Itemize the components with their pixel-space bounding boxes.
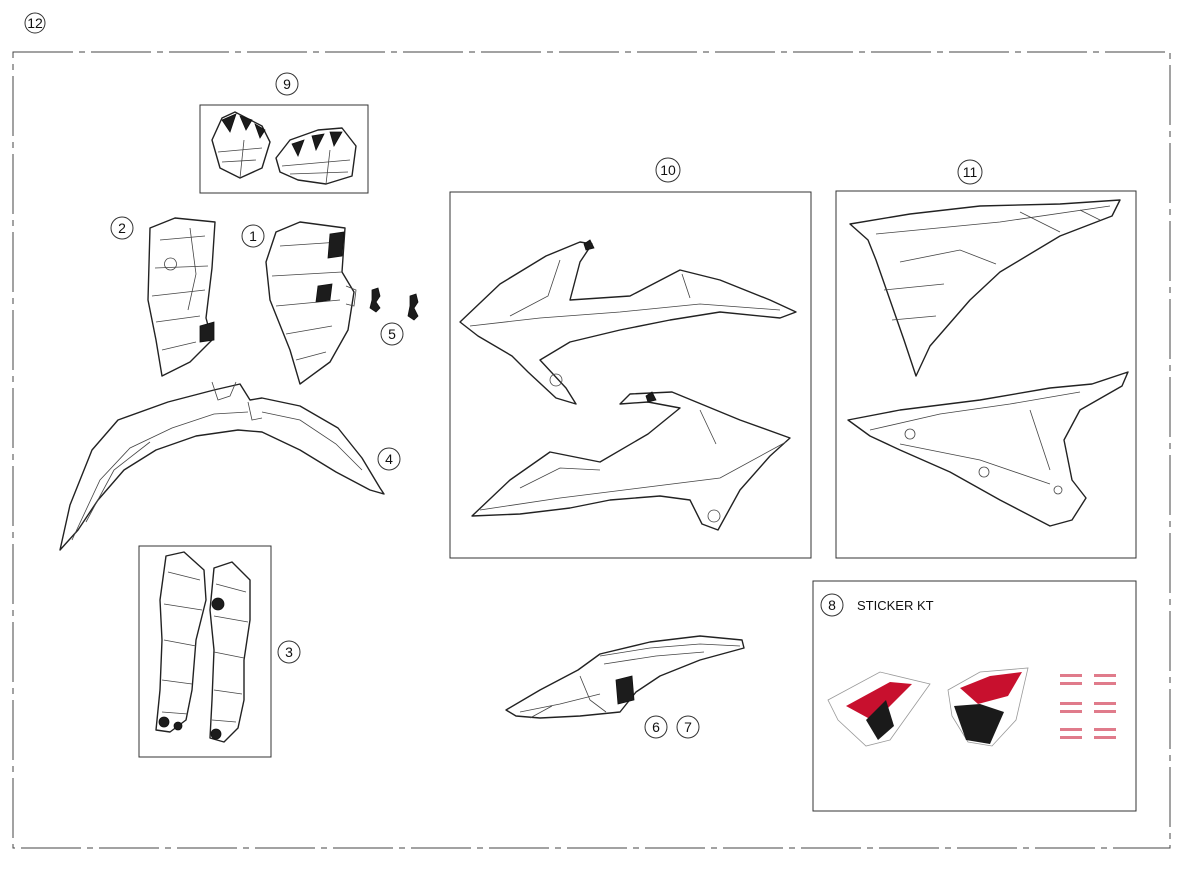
callout-3[interactable]: 3: [277, 640, 301, 664]
part-11-frame: [835, 190, 1137, 559]
handguard-left[interactable]: [211, 111, 271, 179]
side-panel-lower[interactable]: [847, 371, 1129, 527]
callout-1[interactable]: 1: [241, 224, 265, 248]
part-1-panel[interactable]: [265, 221, 357, 385]
callout-12-label: 12: [27, 15, 43, 31]
assembly-frame: [12, 51, 1171, 849]
fork-guard-right[interactable]: [209, 561, 251, 743]
callout-2-label: 2: [118, 220, 126, 236]
callout-10[interactable]: 10: [655, 157, 681, 183]
sticker-left[interactable]: [827, 671, 931, 747]
callout-12[interactable]: 12: [24, 12, 46, 34]
fork-guard-left[interactable]: [155, 551, 207, 733]
callout-6[interactable]: 6: [644, 715, 668, 739]
part-4-front-fender[interactable]: [59, 381, 385, 551]
callout-2[interactable]: 2: [110, 216, 134, 240]
callout-4[interactable]: 4: [377, 447, 401, 471]
side-panel-upper[interactable]: [849, 199, 1121, 377]
callout-4-label: 4: [385, 451, 393, 467]
radiator-shroud-upper[interactable]: [459, 239, 797, 405]
callout-8-label: 8: [828, 597, 836, 613]
callout-10-label: 10: [660, 162, 676, 178]
part-5-clips[interactable]: [369, 287, 419, 321]
sticker-small-decals[interactable]: [1060, 674, 1116, 739]
callout-5-label: 5: [388, 326, 396, 342]
part-8-frame: [812, 580, 1137, 812]
sticker-left-red-stripe: [846, 682, 912, 718]
part-6-rear-fender[interactable]: [505, 635, 745, 719]
callout-7-label: 7: [684, 719, 692, 735]
callout-8[interactable]: 8: [820, 593, 844, 617]
part-2-panel[interactable]: [147, 217, 216, 377]
callout-5[interactable]: 5: [380, 322, 404, 346]
sticker-kit-title: STICKER KT: [857, 598, 934, 613]
callout-6-label: 6: [652, 719, 660, 735]
callout-9-label: 9: [283, 76, 291, 92]
callout-11[interactable]: 11: [957, 159, 983, 185]
sticker-right-black-panel: [954, 704, 1004, 744]
part-3-frame: [138, 545, 272, 758]
callout-9[interactable]: 9: [275, 72, 299, 96]
part-10-frame: [449, 191, 812, 559]
part-9-frame: [199, 104, 369, 194]
sticker-left-black-panel: [866, 700, 894, 740]
sticker-right-red-stripe: [960, 672, 1022, 704]
callout-1-label: 1: [249, 228, 257, 244]
sticker-right[interactable]: [947, 667, 1029, 747]
handguard-right[interactable]: [275, 127, 357, 185]
callout-11-label: 11: [963, 164, 978, 180]
radiator-shroud-lower[interactable]: [471, 391, 791, 531]
callout-3-label: 3: [285, 644, 293, 660]
callout-7[interactable]: 7: [676, 715, 700, 739]
